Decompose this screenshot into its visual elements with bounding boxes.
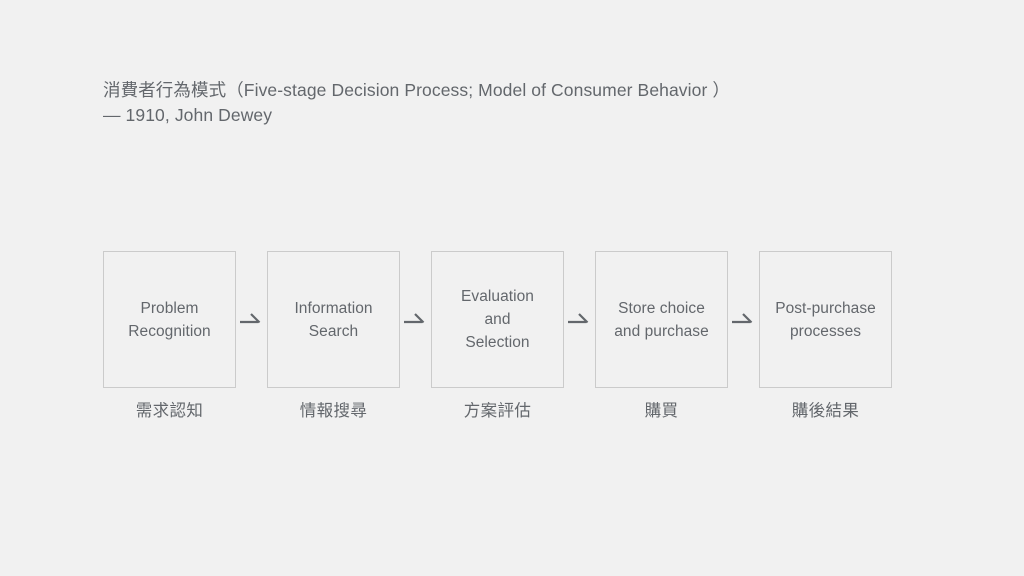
- arrow-right-icon: [564, 251, 595, 388]
- title-block: 消費者行為模式（Five-stage Decision Process; Mod…: [103, 78, 943, 128]
- stage-caption: 需求認知: [135, 402, 204, 420]
- page-subtitle: — 1910, John Dewey: [103, 105, 273, 125]
- stage-caption: 購後結果: [791, 402, 860, 420]
- arrow-right-icon: [728, 251, 759, 388]
- page-title: 消費者行為模式（Five-stage Decision Process; Mod…: [103, 80, 730, 100]
- stage-caption: 方案評估: [463, 402, 532, 420]
- arrow-right-icon: [236, 251, 267, 388]
- arrow-right-icon: [400, 251, 431, 388]
- stage-caption: 情報搜尋: [299, 402, 368, 420]
- stage-caption: 購買: [644, 402, 679, 420]
